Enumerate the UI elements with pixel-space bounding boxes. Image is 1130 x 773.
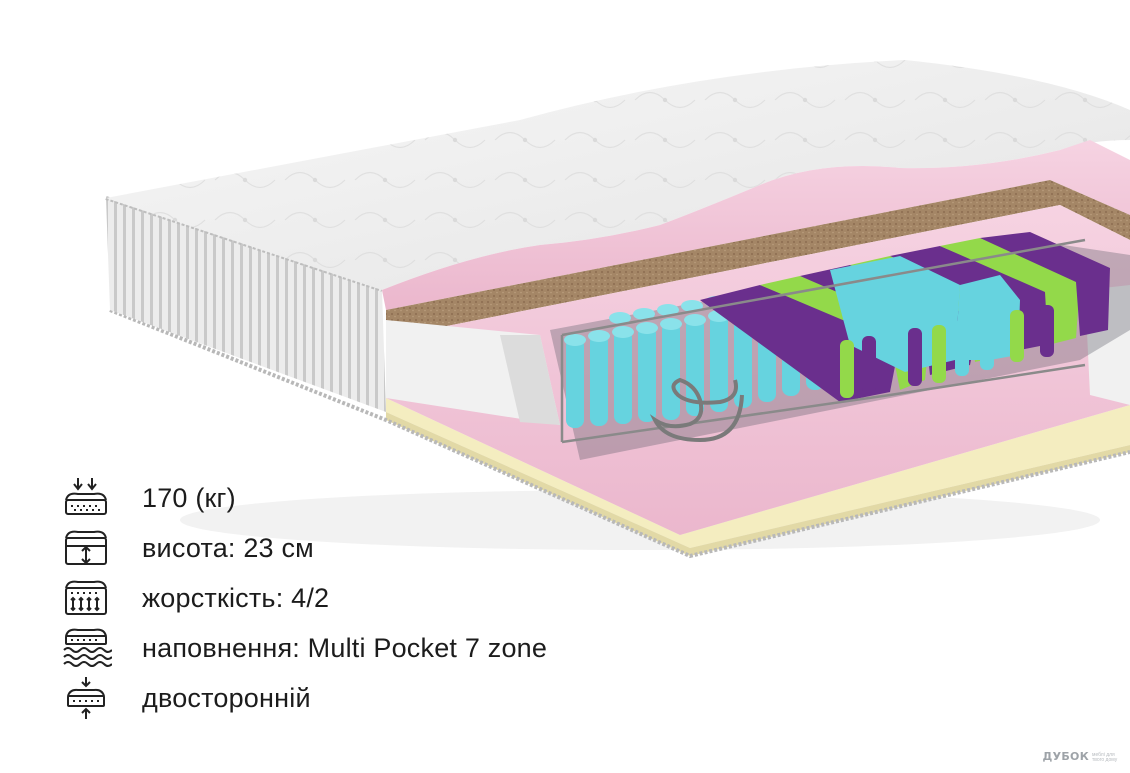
filling-icon [58,626,114,670]
max-load-icon [58,476,114,520]
spec-filling-text: наповнення: Multi Pocket 7 zone [142,632,548,663]
spec-row-firmness: жорсткість: 4/2 [58,576,678,620]
spec-row-filling: наповнення: Multi Pocket 7 zone [58,626,678,670]
spec-height-text: висота: 23 см [142,532,314,563]
firmness-icon [58,576,114,620]
spec-row-height: висота: 23 см [58,526,678,570]
spec-load-text: 170 (кг) [142,482,236,513]
spec-row-load: 170 (кг) [58,476,678,520]
spec-row-double-sided: двосторонній [58,676,678,720]
spec-double-sided-text: двосторонній [142,682,311,713]
spec-firmness-text: жорсткість: 4/2 [142,582,330,613]
brand-logo: ДУБОК меблі для твого дому [1042,750,1118,763]
brand-tagline: меблі для твого дому [1092,752,1118,763]
double-sided-icon [58,676,114,720]
height-icon [58,526,114,570]
brand-name: ДУБОК [1042,750,1089,763]
